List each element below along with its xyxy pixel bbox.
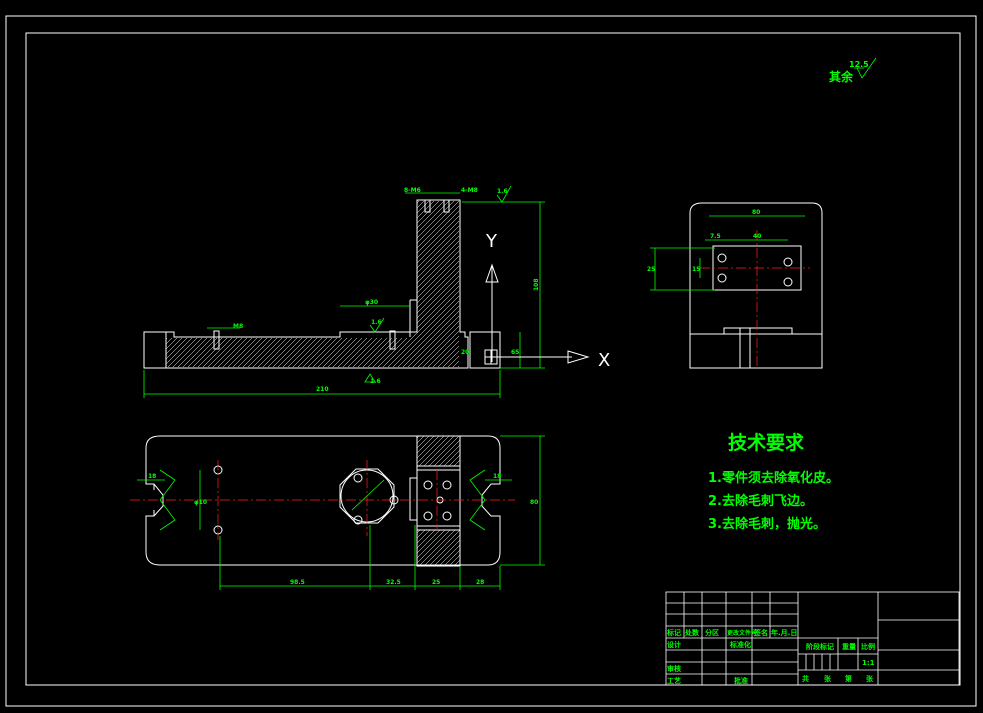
- tb-label-5: 年.月.日: [771, 628, 797, 637]
- dim-right-small: 65: [511, 349, 519, 356]
- dim-height: 108: [533, 278, 540, 291]
- dim-seg3: 25: [432, 579, 440, 586]
- tb-review: 审核: [667, 664, 681, 673]
- dim-top-right: 4-M8: [461, 187, 478, 194]
- dim-width: 80: [530, 499, 538, 506]
- tb-sheet-1: 张: [824, 674, 832, 683]
- tech-req-item-1: 1.零件须去除氧化皮。: [708, 470, 839, 486]
- dim-top-left: 8-M6: [404, 187, 421, 194]
- tb-weight: 重量: [842, 642, 856, 651]
- outer-frame: [5, 15, 977, 707]
- dim-left-small: M8: [233, 323, 243, 330]
- tb-sheet-0: 共: [802, 674, 809, 683]
- tb-label-4: 签名: [753, 628, 768, 637]
- dim-seg4: 28: [476, 579, 484, 586]
- dim-seg2: 32.5: [386, 579, 401, 586]
- tb-sheet-3: 张: [866, 674, 874, 683]
- dim-pocket: φ30: [365, 299, 378, 306]
- top-hatch-lower: [417, 530, 460, 565]
- inner-frame: [25, 32, 961, 686]
- dim-side-left2: 15: [692, 266, 700, 273]
- axis-x-label: X: [598, 350, 610, 371]
- tb-approve: 批准: [734, 676, 748, 685]
- tb-stage-mark: 阶段标记: [806, 642, 834, 651]
- side-view: 80 40 7.5 25 15: [647, 202, 823, 369]
- title-block: 标记 处数 分区 更改文件号 签名 年.月.日 设计 标准化 审核 工艺 批准 …: [665, 591, 960, 686]
- section-hatch: [166, 201, 459, 367]
- top-view: 98.5 32.5 25 28 80 φ10 18 18: [130, 435, 545, 590]
- tb-label-0: 标记: [666, 628, 681, 637]
- tech-req-item-2: 2.去除毛刺飞边。: [708, 493, 813, 509]
- tech-req-item-3: 3.去除毛刺，抛光。: [708, 516, 826, 532]
- tb-label-3: 更改文件号: [727, 629, 757, 637]
- dim-seg1: 98.5: [290, 579, 305, 586]
- dim-side-mid: 40: [753, 233, 761, 240]
- finish-bottom: 1.6: [370, 378, 381, 385]
- tech-req-title: 技术要求: [728, 431, 805, 454]
- dim-side-small: 7.5: [710, 233, 721, 240]
- dim-total-length: 210: [316, 386, 329, 393]
- dim-side-left: 25: [647, 266, 655, 273]
- tb-scale: 比例: [861, 642, 875, 651]
- tb-label-2: 分区: [705, 628, 719, 637]
- finish-value: 12.5: [849, 60, 869, 69]
- tb-standard: 标准化: [729, 640, 751, 649]
- axis-y-label: Y: [485, 231, 498, 252]
- dim-right-r: 18: [493, 473, 501, 480]
- dim-left-pin: φ10: [194, 499, 207, 506]
- dim-side-top: 80: [752, 209, 760, 216]
- tb-scale-value: 1:1: [862, 659, 875, 667]
- top-hatch-upper: [417, 436, 460, 466]
- finish-label: 其余: [829, 69, 854, 84]
- tb-design: 设计: [667, 640, 681, 649]
- surface-finish-symbol: 其余 12.5: [829, 57, 877, 84]
- tb-sheet-2: 第: [845, 674, 852, 683]
- dim-thickness: 20: [461, 349, 469, 356]
- tb-label-1: 处数: [684, 628, 700, 637]
- dim-left-r: 18: [148, 473, 156, 480]
- front-view: 210 108 65 20 8-M6 4-M8 1.6 φ30 1.6 1.6 …: [143, 185, 610, 398]
- finish-mid: 1.6: [371, 319, 382, 326]
- tb-process: 工艺: [667, 676, 681, 685]
- finish-top: 1.6: [497, 188, 508, 195]
- technical-requirements: 技术要求 1.零件须去除氧化皮。 2.去除毛刺飞边。 3.去除毛刺，抛光。: [708, 431, 839, 532]
